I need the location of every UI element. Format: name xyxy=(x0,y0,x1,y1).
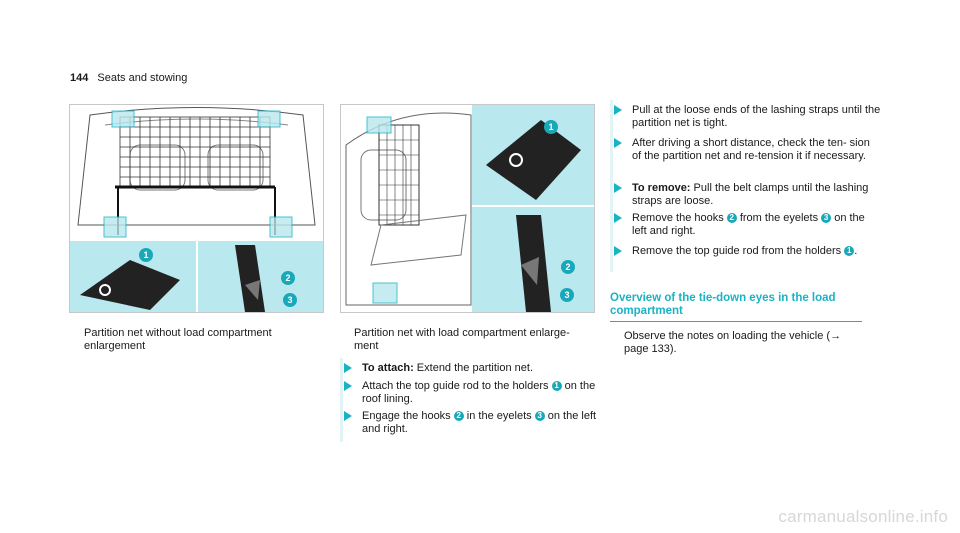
figure-middle-illustration: 1 2 3 xyxy=(345,105,594,312)
step-bar-middle xyxy=(340,358,343,442)
step-attach-rod: Attach the top guide rod to the holders … xyxy=(340,380,602,406)
step-text: . xyxy=(854,245,858,257)
caption-left: Partition net without load compartment e… xyxy=(84,327,272,352)
step-text: Remove the top guide rod from the holder… xyxy=(632,245,845,257)
arrow-icon xyxy=(344,363,352,373)
step-bar-right xyxy=(610,100,613,272)
arrow-icon xyxy=(344,411,352,421)
step-remove: To remove: Pull the belt clamps until th… xyxy=(610,182,882,208)
step-remove-hooks: Remove the hooks 2 from the eyelets 3 on… xyxy=(610,212,882,238)
step-engage-hooks: Engage the hooks 2 in the eyelets 3 on t… xyxy=(340,410,602,436)
arrow-icon xyxy=(614,138,622,148)
callout-3-left: 3 xyxy=(287,295,292,305)
step-text: Engage the hooks xyxy=(362,410,454,422)
page-number: 144 xyxy=(70,72,89,84)
step-text: on the roof lining. xyxy=(362,380,596,405)
section-body: Observe the notes on loading the vehicle… xyxy=(624,330,842,355)
callout-2-left: 2 xyxy=(285,273,290,283)
step-text: on the left and right. xyxy=(632,212,865,237)
step-text: After driving a short distance, check th… xyxy=(632,137,870,162)
arrow-icon xyxy=(614,183,622,193)
step-attach: To attach: Extend the partition net. xyxy=(340,362,602,375)
callout-2-inline: 2 xyxy=(453,411,464,421)
arrow-icon xyxy=(614,105,622,115)
figure-left-illustration: 1 2 3 xyxy=(70,107,323,312)
watermark: carmanualsonline.info xyxy=(778,507,948,526)
callout-2-middle: 2 xyxy=(565,262,570,272)
figure-left: 1 2 3 xyxy=(69,104,324,313)
section-title: Overview of the tie-down eyes in the loa… xyxy=(610,292,862,322)
step-text: Remove the hooks xyxy=(632,212,727,224)
page-header: 144 Seats and stowing xyxy=(70,72,187,84)
step-text: in the eyelets xyxy=(463,410,535,422)
step-remove-rod: Remove the top guide rod from the holder… xyxy=(610,245,882,258)
callout-3-inline: 3 xyxy=(534,411,545,421)
callout-3-inline: 3 xyxy=(821,213,832,223)
callout-1-inline: 1 xyxy=(844,246,855,256)
section-name: Seats and stowing xyxy=(97,72,188,84)
step-check-tension: After driving a short distance, check th… xyxy=(610,137,882,163)
step-text: Pull at the loose ends of the lashing st… xyxy=(632,104,881,129)
callout-1-left: 1 xyxy=(143,250,148,260)
caption-middle: Partition net with load compartment enla… xyxy=(354,327,570,352)
figure-middle: 1 2 3 xyxy=(340,104,595,313)
step-label: To remove: xyxy=(632,182,691,194)
callout-1-middle: 1 xyxy=(548,122,553,132)
arrow-icon xyxy=(344,381,352,391)
step-text: Pull the belt clamps until the lashing s… xyxy=(632,182,869,207)
callout-3-middle: 3 xyxy=(564,290,569,300)
step-text: on the left and right. xyxy=(362,410,597,435)
arrow-icon xyxy=(614,213,622,223)
callout-2-inline: 2 xyxy=(726,213,737,223)
step-pull-ends: Pull at the loose ends of the lashing st… xyxy=(610,104,882,130)
arrow-icon xyxy=(614,246,622,256)
step-label: To attach: xyxy=(362,362,414,374)
step-text: Extend the partition net. xyxy=(413,362,533,374)
step-text: from the eyelets xyxy=(736,212,822,224)
step-text: Attach the top guide rod to the holders xyxy=(362,380,552,392)
callout-1-inline: 1 xyxy=(551,381,562,391)
